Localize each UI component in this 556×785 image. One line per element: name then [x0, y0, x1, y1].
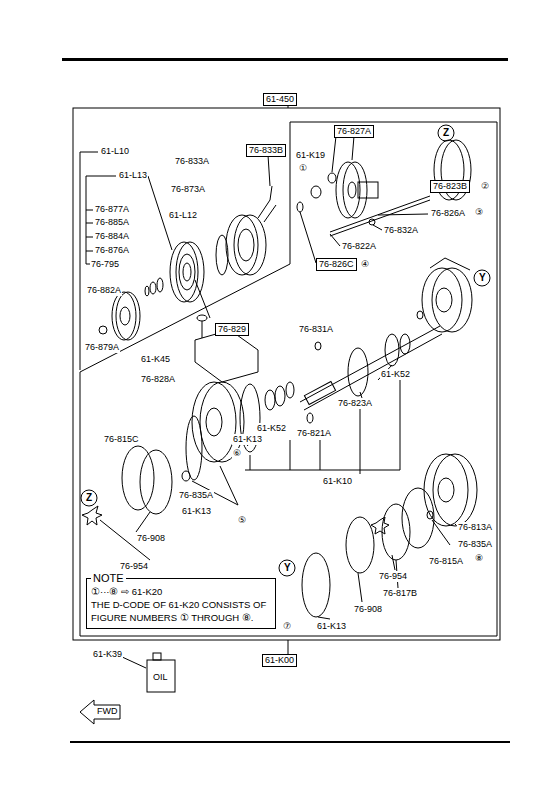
part-label: 76-833A — [174, 156, 210, 167]
part-label: ⑧ — [474, 553, 484, 564]
part-label: 76-823A — [337, 398, 373, 409]
note-text: THE D-CODE OF 61-K20 CONSISTS OF FIGURE … — [91, 598, 271, 624]
part-label: 76-795 — [90, 259, 120, 270]
part-label: 76-877A — [94, 204, 130, 215]
part-number: 76-833B — [249, 145, 283, 155]
view-marker: Z — [85, 492, 93, 503]
part-number-box: 61-K00 — [262, 654, 297, 667]
part-label: 76-876A — [94, 245, 130, 256]
part-number-box: 76-833B — [246, 144, 286, 157]
part-label: 76-815C — [103, 434, 140, 445]
part-label: ⑦ — [282, 621, 292, 632]
part-label: 76-815A — [428, 556, 464, 567]
part-number: 61-K00 — [265, 655, 294, 665]
part-label: 61-K19 — [295, 150, 326, 161]
part-label: 61-K52 — [256, 423, 287, 434]
part-label: 76-908 — [136, 533, 166, 544]
part-label: 61-K52 — [380, 369, 411, 380]
part-label: ⑥ — [232, 448, 242, 459]
part-number: 76-826C — [319, 259, 354, 269]
part-label: 61-K13 — [316, 621, 347, 632]
part-label: FWD — [96, 706, 119, 717]
part-number: 76-829 — [218, 324, 246, 334]
part-label: 76-885A — [94, 217, 130, 228]
part-number: 61-450 — [266, 94, 294, 104]
part-label: ④ — [360, 259, 370, 270]
view-marker: Y — [478, 272, 487, 283]
part-label: ② — [480, 181, 490, 192]
part-label: 76-831A — [298, 324, 334, 335]
part-label: 61-K45 — [140, 354, 171, 365]
part-label: 76-828A — [140, 374, 176, 385]
part-number-box: 61-450 — [263, 93, 297, 106]
part-label: 76-882A — [86, 285, 122, 296]
part-label: 61-K13 — [232, 434, 263, 445]
part-label: 76-832A — [383, 225, 419, 236]
part-label: 76-879A — [84, 342, 120, 353]
view-marker: Y — [283, 562, 292, 573]
part-number-box: 76-829 — [215, 323, 249, 336]
view-marker: Z — [442, 127, 450, 138]
note-text: ①···⑧ ⇨ 61-K20 — [91, 585, 271, 598]
part-label: 76-873A — [170, 184, 206, 195]
part-number: 76-827A — [337, 126, 371, 136]
part-label: 61-L13 — [118, 170, 148, 181]
note-heading: NOTE — [91, 572, 126, 585]
part-label: 76-835A — [457, 539, 493, 550]
part-label: 76-835A — [178, 490, 214, 501]
part-label: 76-822A — [341, 241, 377, 252]
part-label: 61-L10 — [100, 146, 130, 157]
part-label: OIL — [152, 672, 169, 683]
part-number-box: 76-823B — [430, 180, 470, 193]
part-label: 61-L12 — [168, 210, 198, 221]
part-number-box: 76-826C — [316, 258, 357, 271]
part-label: 76-826A — [430, 208, 466, 219]
part-label: 61-K39 — [92, 649, 123, 660]
part-label: 76-884A — [94, 231, 130, 242]
part-label: 76-821A — [296, 428, 332, 439]
part-label: ⑤ — [237, 515, 247, 526]
part-label: 76-813A — [457, 522, 493, 533]
part-label: 76-817B — [382, 588, 418, 599]
part-label: 61-K10 — [322, 476, 353, 487]
part-label: ③ — [474, 207, 484, 218]
part-label: 61-K13 — [181, 506, 212, 517]
part-label: 76-954 — [378, 571, 408, 582]
part-label: 76-954 — [119, 561, 149, 572]
part-number-box: 76-827A — [334, 125, 374, 138]
part-number: 76-823B — [433, 181, 467, 191]
part-label: ① — [298, 163, 308, 174]
note-box: NOTE①···⑧ ⇨ 61-K20THE D-CODE OF 61-K20 C… — [86, 578, 276, 629]
part-label: 76-908 — [353, 604, 383, 615]
